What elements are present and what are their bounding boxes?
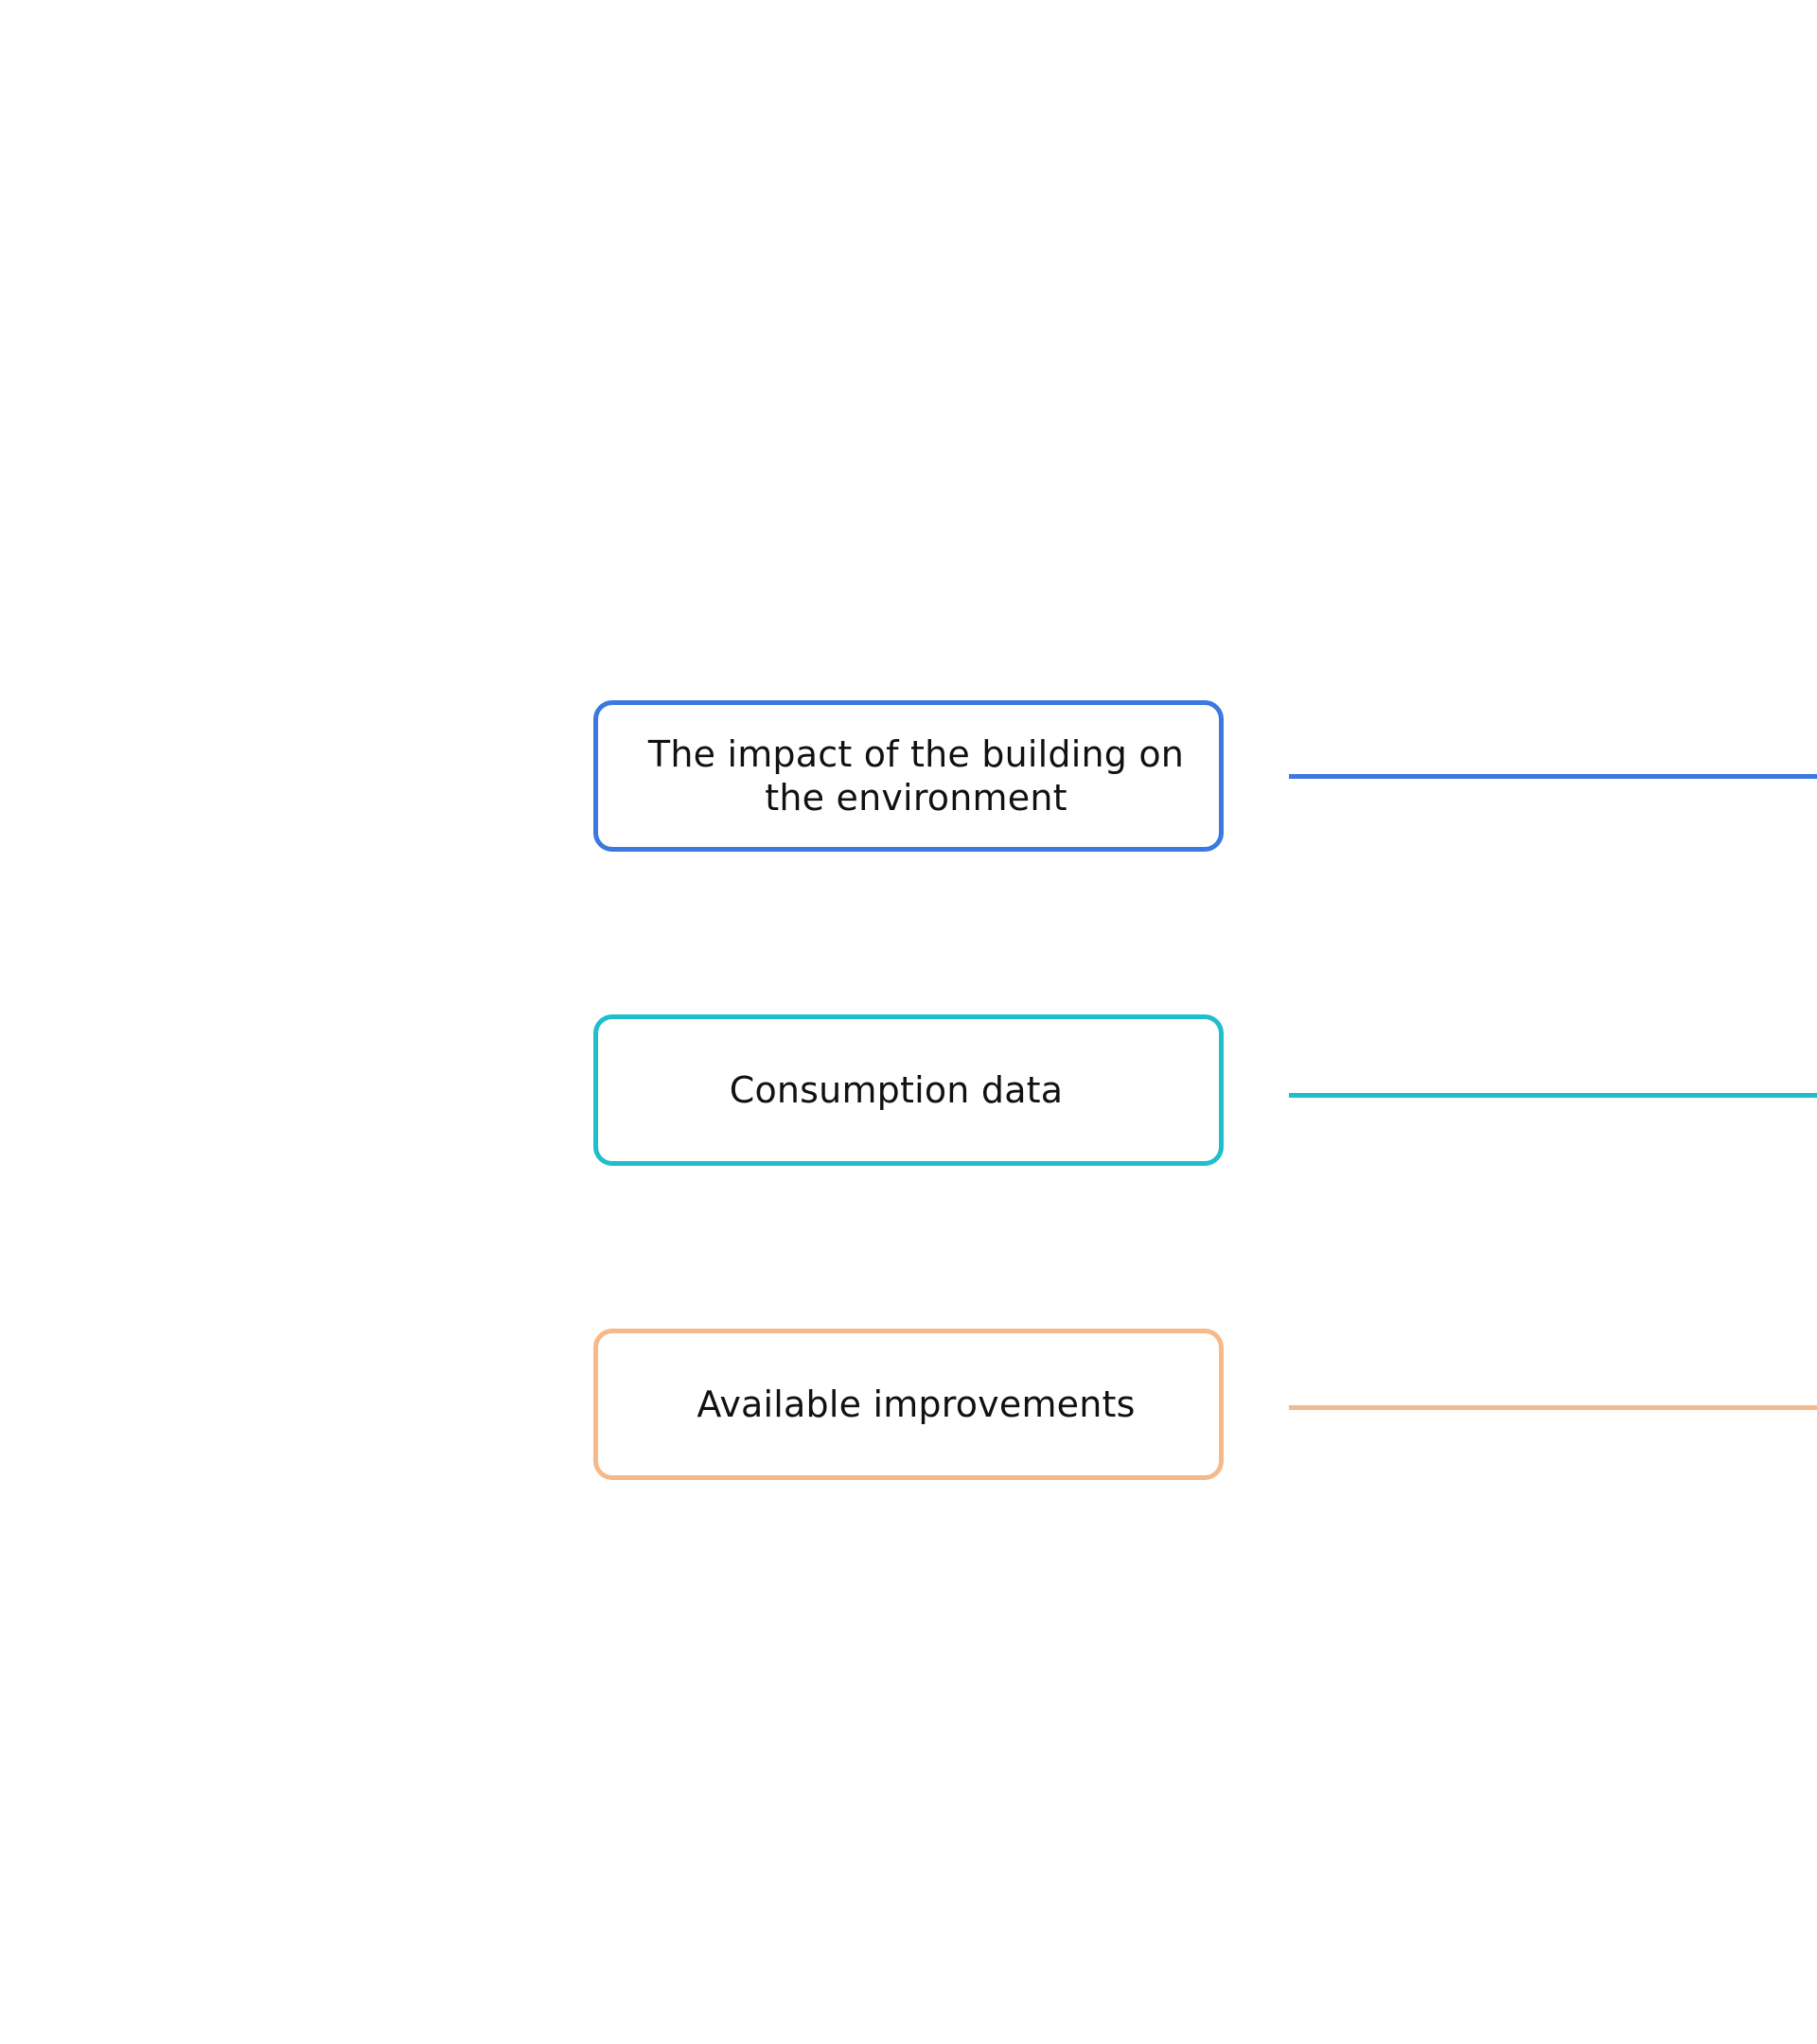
improvements-node-label: Available improvements [697, 1383, 1136, 1425]
consumption-node-label: Consumption data [729, 1069, 1064, 1111]
impact-node: The impact of the building on the enviro… [593, 700, 1224, 852]
consumption-node: Consumption data [593, 1014, 1224, 1166]
improvements-connector-line [1289, 1405, 1817, 1410]
improvements-node: Available improvements [593, 1329, 1224, 1480]
impact-node-label: The impact of the building on the enviro… [647, 733, 1185, 819]
impact-connector-line [1289, 774, 1817, 779]
consumption-connector-line [1289, 1093, 1817, 1098]
